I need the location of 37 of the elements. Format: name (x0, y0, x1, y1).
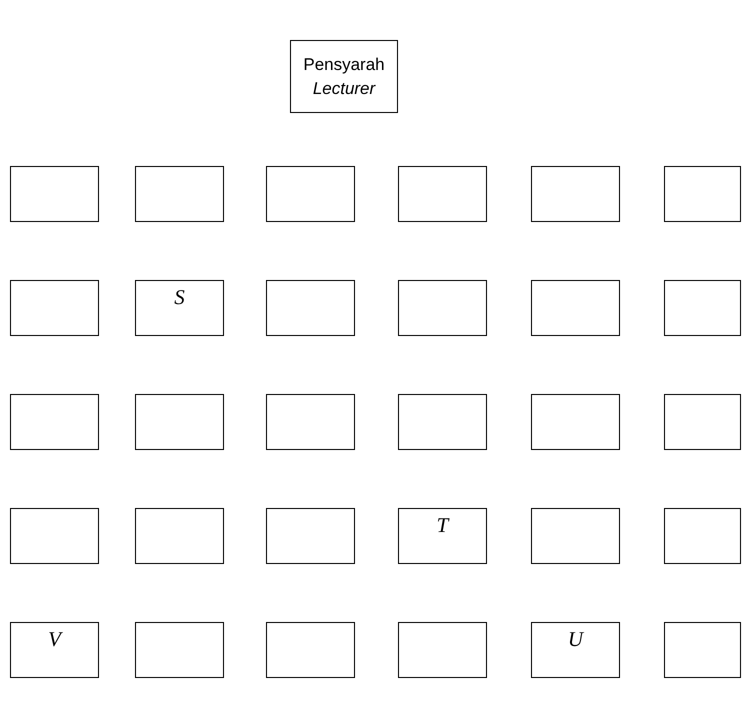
desk-label: Lecturer (312, 78, 376, 100)
seat-box (398, 508, 487, 564)
seat-box (664, 166, 741, 222)
seat-box (398, 622, 487, 678)
desk-label: Pensyarah (303, 54, 385, 76)
seat-box (531, 166, 620, 222)
seat-box (10, 622, 99, 678)
seat-box (531, 394, 620, 450)
seat-box (664, 394, 741, 450)
seat-letter: S (174, 285, 185, 310)
seat-box (531, 508, 620, 564)
lecturer-desk-box (290, 40, 398, 113)
seat-box (135, 280, 224, 336)
seat-box (135, 508, 224, 564)
seat-box (135, 394, 224, 450)
seat-box (10, 280, 99, 336)
seat-box (398, 394, 487, 450)
seat-letter: U (568, 627, 584, 652)
seat-box (664, 280, 741, 336)
seat-box (664, 622, 741, 678)
seat-box (266, 394, 355, 450)
seat-box (266, 508, 355, 564)
seat-box (266, 280, 355, 336)
seat-box (10, 394, 99, 450)
seat-box (664, 508, 741, 564)
seat-box (398, 280, 487, 336)
seat-box (531, 280, 620, 336)
seat-letter: V (48, 627, 61, 652)
seat-box (531, 622, 620, 678)
seat-box (266, 622, 355, 678)
seat-letter: T (436, 513, 448, 538)
seat-box (10, 508, 99, 564)
seat-box (10, 166, 99, 222)
seat-box (398, 166, 487, 222)
seat-box (135, 166, 224, 222)
seat-box (135, 622, 224, 678)
seat-box (266, 166, 355, 222)
